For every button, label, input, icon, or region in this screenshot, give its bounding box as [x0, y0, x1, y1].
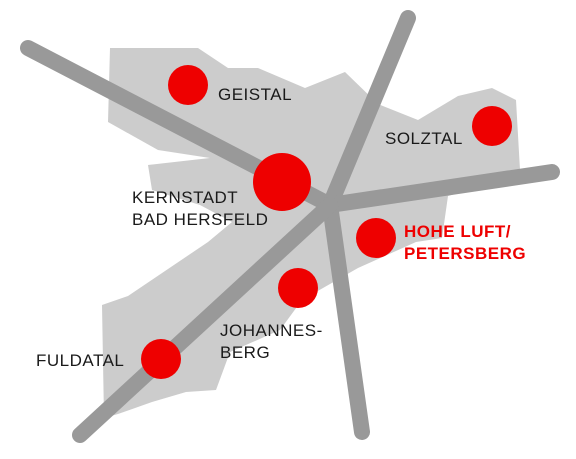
label-geistal: GEISTAL [218, 84, 292, 106]
district-label-line: KERNSTADT [132, 188, 239, 207]
road-southwest [72, 197, 338, 443]
marker-fuldatal [141, 339, 181, 379]
road-south [322, 197, 370, 440]
label-fuldatal: FULDATAL [36, 350, 124, 372]
district-label-line: HOHE LUFT/ [404, 222, 511, 241]
road-east [322, 164, 560, 213]
label-johannesberg: JOHANNES- BERG [220, 320, 323, 364]
district-label-line: BAD HERSFELD [132, 210, 269, 229]
marker-hohe-luft [356, 218, 396, 258]
label-solztal: SOLZTAL [385, 128, 463, 150]
district-label-line: PETERSBERG [404, 244, 527, 263]
district-label-line: JOHANNES- [220, 321, 323, 340]
district-markers [141, 65, 512, 379]
district-label-line: SOLZTAL [385, 129, 463, 148]
district-label-line: GEISTAL [218, 85, 293, 104]
label-hohe-luft: HOHE LUFT/PETERSBERG [404, 221, 526, 265]
marker-kernstadt [253, 153, 311, 211]
district-label-line: FULDATAL [36, 351, 125, 370]
label-kernstadt: KERNSTADT BAD HERSFELD [132, 187, 268, 231]
marker-johannesberg [278, 268, 318, 308]
marker-solztal [472, 106, 512, 146]
road-north [322, 10, 416, 213]
marker-geistal [168, 65, 208, 105]
district-label-line: BERG [220, 343, 271, 362]
